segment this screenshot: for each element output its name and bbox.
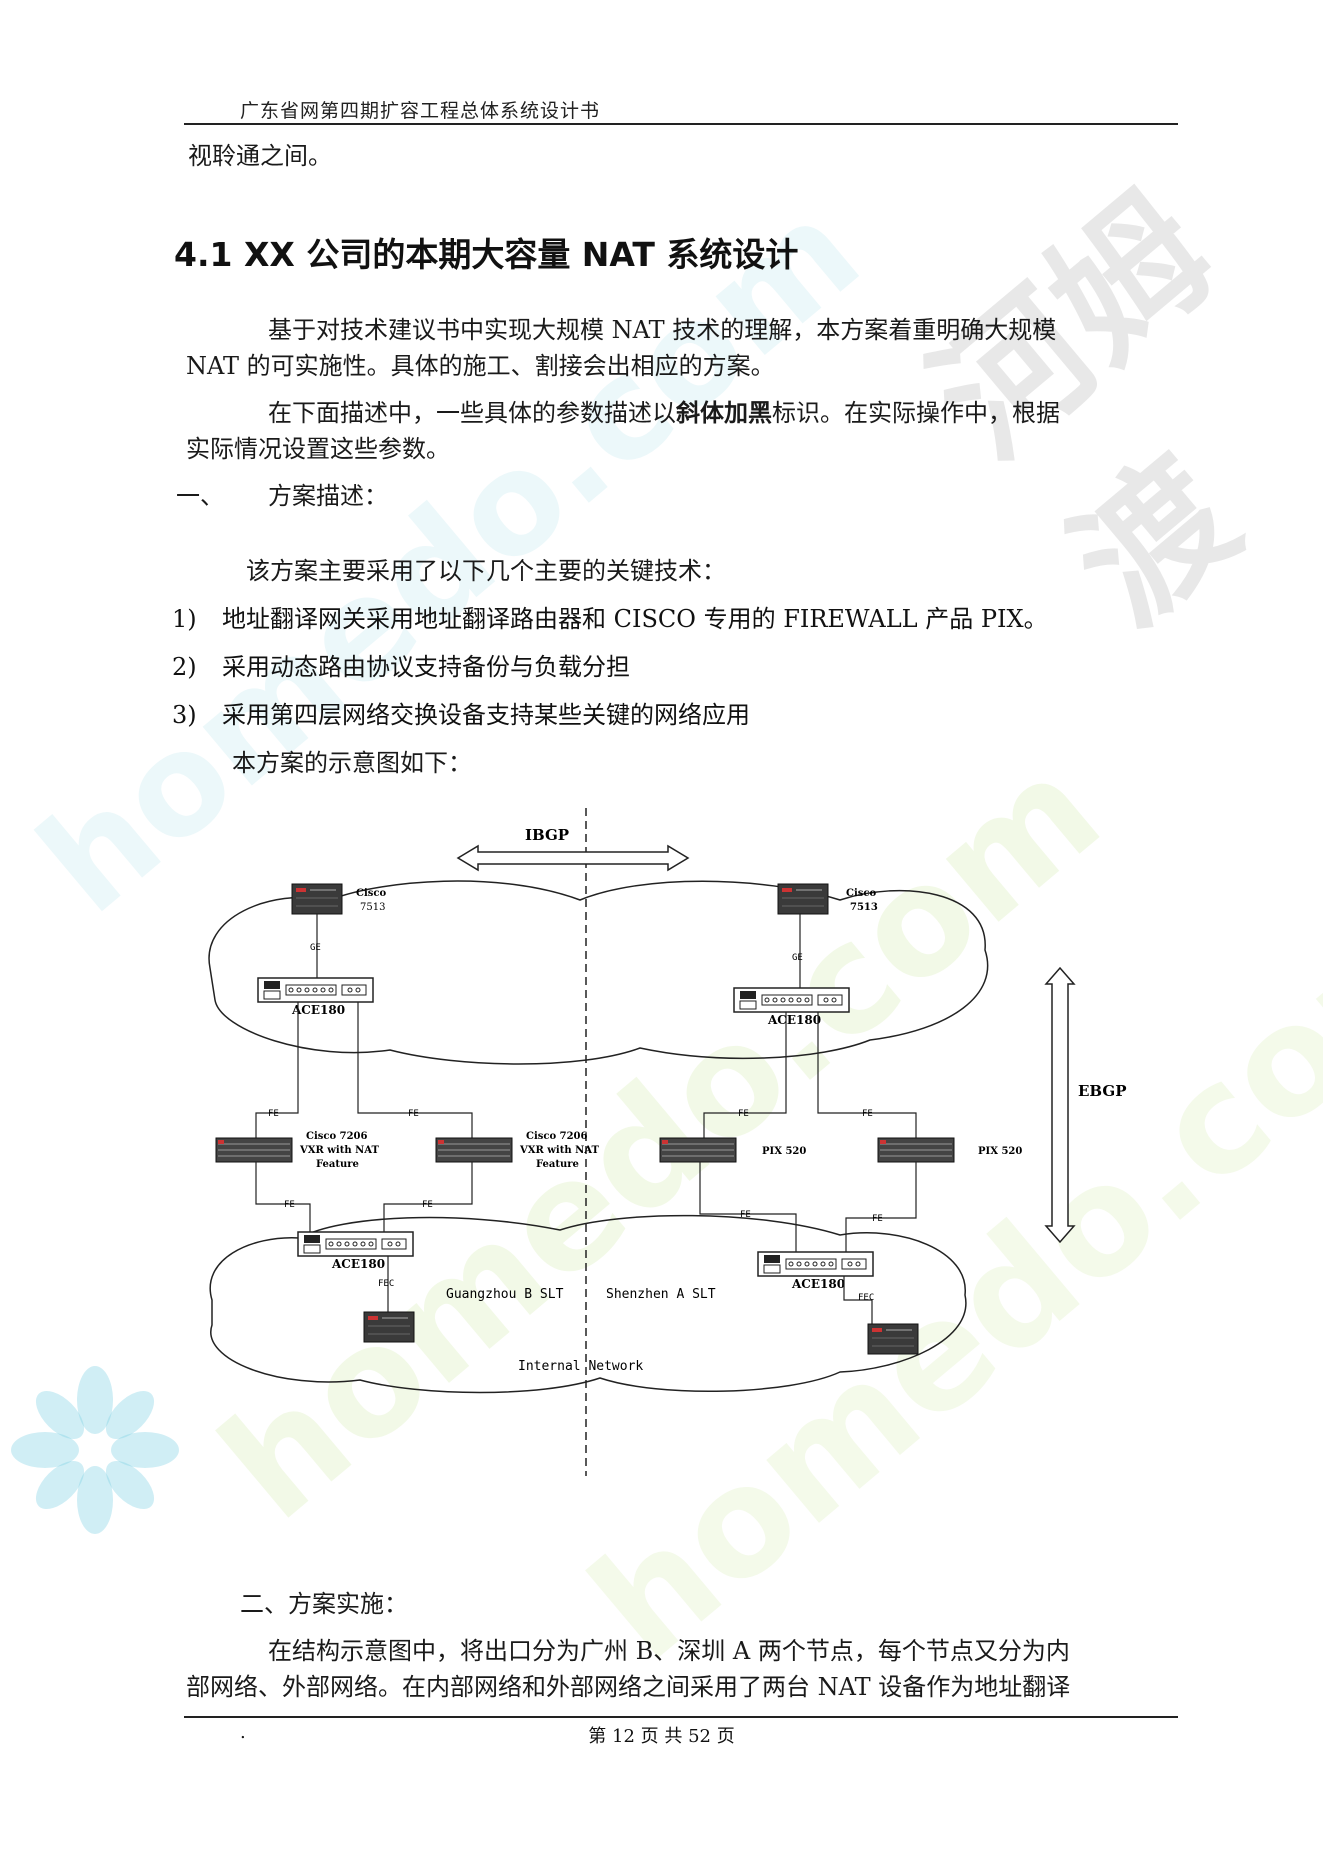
switch-icon bbox=[257, 977, 374, 1003]
fe-label: FE bbox=[284, 1200, 295, 1210]
switch-icon bbox=[297, 1231, 414, 1257]
para2-line1-pre: 在下面描述中，一些具体的参数描述以 bbox=[268, 399, 676, 427]
pix-right-label: PIX 520 bbox=[978, 1146, 1022, 1157]
pix-left-label: PIX 520 bbox=[762, 1146, 806, 1157]
para1-line2: NAT 的可实施性。具体的施工、割接会出相应的方案。 bbox=[186, 352, 775, 380]
c7206-right-l3: Feature bbox=[536, 1159, 579, 1170]
fe-label: FE bbox=[872, 1214, 883, 1224]
right-ge-label: GE bbox=[792, 953, 803, 963]
section-heading: 4.1 XX 公司的本期大容量 NAT 系统设计 bbox=[174, 235, 799, 274]
list-text: 采用第四层网络交换设备支持某些关键的网络应用 bbox=[222, 701, 750, 729]
fe-label: FE bbox=[422, 1200, 433, 1210]
ibgp-label: IBGP bbox=[525, 826, 569, 844]
para3-line2: 部网络、外部网络。在内部网络和外部网络之间采用了两台 NAT 设备作为地址翻译 bbox=[186, 1673, 1071, 1701]
para2-line2: 实际情况设置这些参数。 bbox=[186, 435, 450, 463]
ace-bottom-left-label: ACE180 bbox=[331, 1257, 385, 1271]
ace-bottom-right-label: ACE180 bbox=[791, 1277, 845, 1291]
para3-line1: 在结构示意图中，将出口分为广州 B、深圳 A 两个节点，每个节点又分为内 bbox=[268, 1637, 1070, 1665]
c7206-left-l2: VXR with NAT bbox=[299, 1145, 379, 1156]
internal-network-label: Internal Network bbox=[518, 1359, 643, 1374]
ebgp-arrow bbox=[1044, 966, 1076, 1244]
list-item: 3) 采用第四层网络交换设备支持某些关键的网络应用 bbox=[172, 697, 750, 733]
fe-label: FE bbox=[268, 1109, 279, 1119]
list-text: 采用动态路由协议支持备份与负载分担 bbox=[222, 653, 630, 681]
left-7513-label: 7513 bbox=[360, 902, 385, 913]
c7206-right-l2: VXR with NAT bbox=[519, 1145, 599, 1156]
router-icon bbox=[435, 1137, 513, 1163]
ebgp-label: EBGP bbox=[1078, 1082, 1126, 1100]
page-header-title: 广东省网第四期扩容工程总体系统设计书 bbox=[240, 100, 601, 122]
switch-icon bbox=[733, 987, 850, 1013]
para2-line1: 在下面描述中，一些具体的参数描述以斜体加黑标识。在实际操作中，根据 bbox=[268, 395, 1060, 431]
para2-line1-post: 标识。在实际操作中，根据 bbox=[772, 399, 1060, 427]
router-icon bbox=[215, 1137, 293, 1163]
router-icon bbox=[291, 883, 343, 915]
footer-rule bbox=[184, 1716, 1178, 1718]
ace-top-right-label: ACE180 bbox=[767, 1013, 821, 1027]
list-number: 1) bbox=[172, 605, 197, 633]
list-number: 2) bbox=[172, 653, 197, 681]
list-text: 地址翻译网关采用地址翻译路由器和 CISCO 专用的 FIREWALL 产品 P… bbox=[222, 605, 1048, 633]
continuation-text: 视聆通之间。 bbox=[188, 142, 332, 170]
diagram-intro: 本方案的示意图如下： bbox=[232, 749, 472, 777]
fec-label: FEC bbox=[858, 1293, 874, 1303]
fec-label: FEC bbox=[378, 1279, 394, 1289]
c7206-left-l1: Cisco 7206 bbox=[306, 1131, 368, 1142]
external-network-cloud bbox=[208, 880, 989, 1065]
switch-icon bbox=[757, 1251, 874, 1277]
fe-label: FE bbox=[408, 1109, 419, 1119]
ibgp-arrow bbox=[456, 844, 690, 872]
server-icon bbox=[363, 1311, 415, 1343]
right-cisco-label: Cisco bbox=[846, 888, 876, 899]
intro-text: 该方案主要采用了以下几个主要的关键技术： bbox=[246, 557, 726, 585]
page-number: 第 12 页 共 52 页 bbox=[588, 1726, 735, 1747]
shenzhen-label: Shenzhen A SLT bbox=[606, 1287, 716, 1302]
internal-network-cloud bbox=[209, 1214, 967, 1394]
list-item: 1) 地址翻译网关采用地址翻译路由器和 CISCO 专用的 FIREWALL 产品… bbox=[172, 601, 1048, 637]
fe-label: FE bbox=[862, 1109, 873, 1119]
header-rule bbox=[184, 123, 1178, 125]
left-ge-label: GE bbox=[310, 943, 321, 953]
para2-line1-bold: 斜体加黑 bbox=[676, 398, 772, 427]
router-icon bbox=[777, 883, 829, 915]
para1-line1: 基于对技术建议书中实现大规模 NAT 技术的理解，本方案着重明确大规模 bbox=[268, 316, 1057, 344]
c7206-right-l1: Cisco 7206 bbox=[526, 1131, 588, 1142]
fe-label: FE bbox=[740, 1210, 751, 1220]
server-icon bbox=[867, 1323, 919, 1355]
fe-label: FE bbox=[738, 1109, 749, 1119]
left-cisco-label: Cisco bbox=[356, 888, 386, 899]
list-item: 2) 采用动态路由协议支持备份与负载分担 bbox=[172, 649, 630, 685]
footer-dot: . bbox=[240, 1722, 246, 1743]
part2-title: 二、方案实施： bbox=[240, 1590, 408, 1618]
watermark-flower-icon bbox=[11, 1366, 179, 1534]
list-number: 3) bbox=[172, 701, 197, 729]
part1-title: 方案描述： bbox=[268, 482, 388, 510]
c7206-left-l3: Feature bbox=[316, 1159, 359, 1170]
part1-number: 一、 bbox=[176, 482, 224, 510]
firewall-icon bbox=[877, 1137, 955, 1163]
guangzhou-label: Guangzhou B SLT bbox=[446, 1287, 564, 1302]
firewall-icon bbox=[659, 1137, 737, 1163]
right-7513-label: 7513 bbox=[850, 902, 878, 913]
ace-top-left-label: ACE180 bbox=[291, 1003, 345, 1017]
